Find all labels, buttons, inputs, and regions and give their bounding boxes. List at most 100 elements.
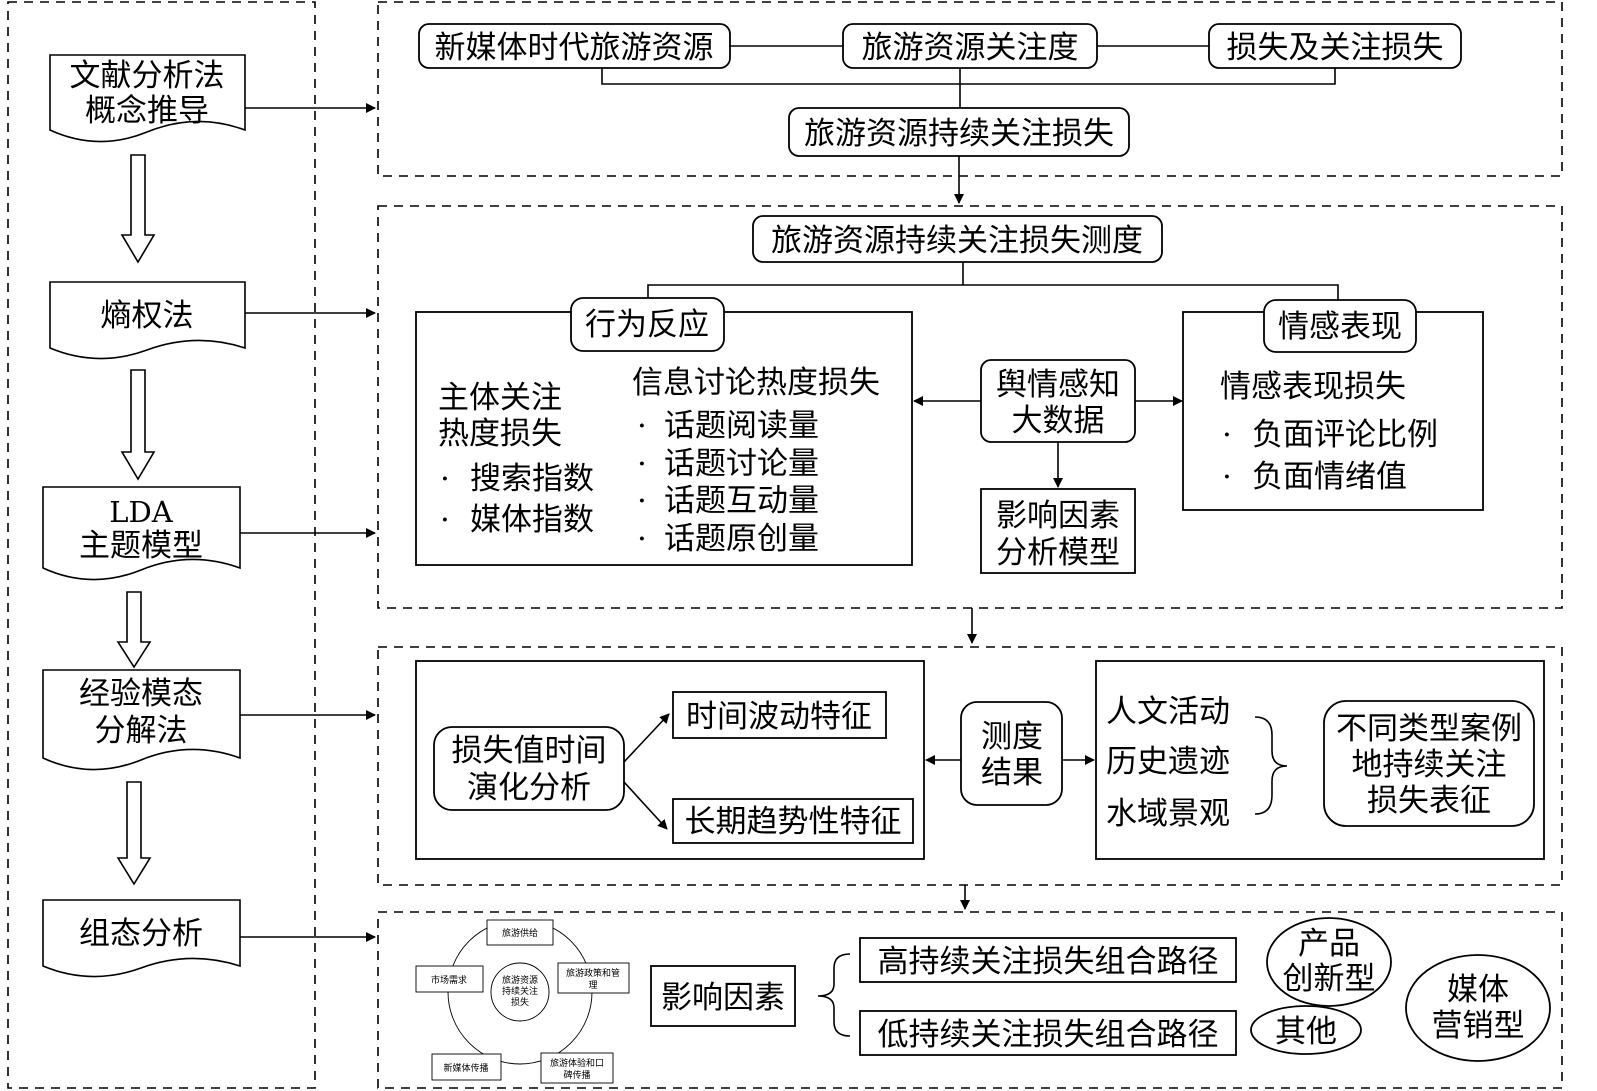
bullet: · [1222, 417, 1232, 453]
factor-model-line2: 分析模型 [996, 535, 1120, 571]
emotion-loss-title: 情感表现损失 [1220, 369, 1406, 405]
evolution-arrows [623, 713, 670, 830]
loss-label: 损失及关注损失 [1227, 30, 1444, 66]
section-configuration-frame [377, 911, 1563, 1089]
node-low-loss-path: 低持续关注损失组合路径 [859, 1010, 1237, 1056]
method-configuration-analysis: 组态分析 [42, 899, 241, 978]
subject-attention-line2: 热度损失 [438, 416, 562, 452]
arrow-to-time-feature [623, 713, 670, 763]
node-loss-temporal-evolution: 损失值时间 演化分析 [433, 726, 625, 811]
hollow-arrow-2 [120, 369, 156, 481]
node-measurement: 旅游资源持续关注损失测度 [752, 215, 1163, 263]
behavior-title-box [570, 297, 725, 352]
node-measurement-results: 测度 结果 [960, 701, 1063, 806]
method-flow-arrows [116, 154, 156, 886]
big-data-arrows [913, 396, 1183, 488]
method-to-section-arrows [240, 103, 376, 942]
bullet: · [637, 446, 647, 482]
node-high-loss-path: 高持续关注损失组合路径 [859, 937, 1237, 983]
attention-label: 旅游资源关注度 [862, 30, 1079, 66]
cycle-policy-line1: 旅游政策和管 [566, 967, 620, 979]
method-configuration-label: 组态分析 [79, 916, 203, 952]
method-literature-analysis: 文献分析法 概念推导 [49, 54, 246, 143]
hollow-arrow-4 [116, 781, 152, 886]
product-line1: 产品 [1298, 926, 1360, 962]
node-other-type: 其他 [1250, 1005, 1362, 1055]
method-emd-line1: 经验模态 [79, 676, 203, 712]
method-literature-line1: 文献分析法 [70, 58, 225, 94]
method-literature-line2: 概念推导 [85, 93, 209, 129]
topic-discussions-item: 话题讨论量 [664, 446, 819, 482]
trend-feature-label: 长期趋势性特征 [685, 804, 902, 840]
emotion-title-box [1263, 299, 1417, 353]
section-concept-frame [377, 1, 1563, 177]
subject-attention-line1: 主体关注 [438, 380, 562, 416]
behavior-response-panel: 行为反应 主体关注 热度损失 · 搜索指数 · 媒体指数 信息讨论热度损失 · … [415, 297, 913, 566]
cycle-new-media-label: 新媒体传播 [443, 1062, 488, 1074]
high-path-label: 高持续关注损失组合路径 [878, 944, 1219, 980]
evolution-line1: 损失值时间 [452, 733, 607, 769]
product-line2: 创新型 [1283, 961, 1376, 997]
bullet: · [637, 408, 647, 444]
evolution-line2: 演化分析 [467, 770, 591, 806]
influence-factors-label: 影响因素 [661, 980, 785, 1016]
cases-line2: 地持续关注 [1352, 747, 1507, 783]
cycle-center-line2: 持续关注 [502, 985, 538, 997]
hollow-arrow-1 [120, 154, 156, 264]
topic-reads-item: 话题阅读量 [664, 408, 819, 444]
behavior-title: 行为反应 [585, 307, 709, 343]
factor-model-line1: 影响因素 [996, 498, 1120, 534]
bullet: · [637, 483, 647, 519]
emotion-expression-panel: 情感表现 情感表现损失 · 负面评论比例 · 负面情绪值 [1182, 299, 1484, 511]
method-emd: 经验模态 分解法 [42, 669, 241, 771]
marketing-line1: 媒体 [1447, 972, 1509, 1008]
cases-line3: 损失表征 [1367, 783, 1491, 819]
cycle-experience-line1: 旅游体验和口 [550, 1057, 604, 1069]
node-loss-and-attention-loss: 损失及关注损失 [1208, 23, 1462, 69]
new-media-label: 新媒体时代旅游资源 [435, 30, 714, 66]
section1-connectors [601, 45, 1336, 108]
node-new-media-tourism: 新媒体时代旅游资源 [418, 23, 731, 69]
info-discussion-title: 信息讨论热度损失 [632, 365, 880, 401]
bullet: · [440, 461, 450, 497]
result-line2: 结果 [981, 755, 1043, 791]
method-entropy-label: 熵权法 [101, 298, 194, 334]
node-media-marketing-type: 媒体 营销型 [1405, 954, 1551, 1062]
type-cultural-activity: 人文活动 [1106, 694, 1230, 730]
cycle-experience-line2: 碑传播 [563, 1069, 590, 1081]
bullet: · [637, 521, 647, 557]
types-brace [1254, 716, 1288, 815]
negative-emotion-value-item: 负面情绪值 [1252, 459, 1407, 495]
section2-connectors [647, 262, 1339, 300]
cases-line1: 不同类型案例 [1336, 711, 1522, 747]
measurement-label: 旅游资源持续关注损失测度 [771, 223, 1143, 259]
media-index-item: 媒体指数 [470, 502, 594, 538]
marketing-line2: 营销型 [1432, 1008, 1525, 1044]
method-entropy-weight: 熵权法 [49, 281, 246, 360]
paths-brace [817, 953, 851, 1037]
section-evolution-frame [377, 646, 1563, 886]
type-historic-relic: 历史遗迹 [1106, 744, 1230, 780]
big-data-line1: 舆情感知 [996, 367, 1120, 403]
node-public-opinion-big-data: 舆情感知 大数据 [980, 359, 1136, 443]
method-emd-line2: 分解法 [95, 713, 188, 749]
negative-comment-ratio-item: 负面评论比例 [1252, 417, 1438, 453]
low-path-label: 低持续关注损失组合路径 [878, 1017, 1219, 1053]
cycle-supply-label: 旅游供给 [502, 927, 538, 939]
topic-original-item: 话题原创量 [664, 521, 819, 557]
cycle-center-circle [490, 962, 550, 1022]
big-data-line2: 大数据 [1012, 403, 1105, 439]
node-tourism-attention: 旅游资源关注度 [842, 23, 1098, 69]
node-influence-factors: 影响因素 [650, 965, 796, 1027]
node-time-fluctuation-feature: 时间波动特征 [672, 691, 887, 739]
influence-factor-cycle: 旅游资源 持续关注 损失 旅游供给 旅游政策和管 理 旅游体验和口 碑传播 新媒… [415, 919, 630, 1084]
topic-interactions-item: 话题互动量 [664, 483, 819, 519]
result-line1: 测度 [981, 719, 1043, 755]
methods-column-frame [7, 1, 316, 1089]
hollow-arrow-3 [116, 591, 152, 669]
cycle-center-line1: 旅游资源 [502, 974, 538, 986]
emotion-title: 情感表现 [1278, 309, 1402, 345]
sustained-loss-label: 旅游资源持续关注损失 [804, 116, 1114, 152]
search-index-item: 搜索指数 [470, 461, 594, 497]
